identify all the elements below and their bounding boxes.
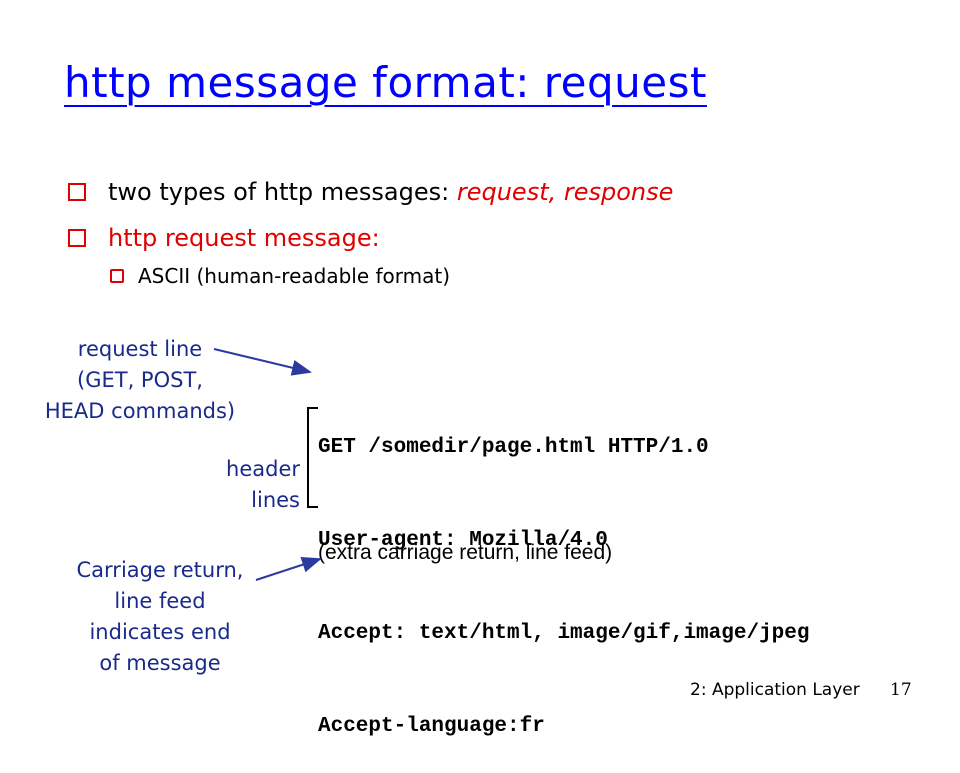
callout-header-lines: header lines: [190, 454, 300, 516]
bullet-message-types: two types of http messages: request, res…: [68, 178, 673, 206]
sub-bullet-text: ASCII (human-readable format): [138, 264, 451, 288]
request-line: GET /somedir/page.html HTTP/1.0: [318, 436, 709, 459]
header-line: User-agent: Mozilla/4.0: [318, 529, 608, 552]
bullet-box-icon: [68, 183, 86, 201]
sub-bullet-ascii: ASCII (human-readable format): [110, 264, 450, 288]
bullet-text: http request message:: [108, 224, 380, 252]
callout-line: line feed: [114, 589, 206, 613]
bullet-box-icon: [68, 229, 86, 247]
crlf-arrow: [255, 557, 322, 581]
callout-request-line: request line (GET, POST, HEAD commands): [20, 334, 260, 427]
callout-line: header: [226, 457, 300, 481]
callout-line: indicates end: [89, 620, 231, 644]
request-line-arrow: [213, 348, 312, 376]
bullet-emphasis: request, response: [456, 178, 674, 206]
callout-line: HEAD commands): [44, 399, 236, 423]
callout-line: Carriage return,: [76, 558, 244, 582]
slide-title: http message format: request: [64, 58, 707, 107]
bullet-request-message: http request message:: [68, 224, 380, 252]
callout-line: request line: [77, 337, 203, 361]
sub-bullet-icon: [110, 269, 124, 283]
callout-crlf: Carriage return, line feed indicates end…: [40, 555, 280, 679]
callout-line: (GET, POST,: [77, 368, 203, 392]
header-lines-bracket: [307, 407, 318, 508]
annotation-overlay: [213, 348, 322, 581]
page-number: 17: [890, 680, 912, 700]
callout-line: lines: [251, 488, 300, 512]
callout-line: of message: [99, 651, 221, 675]
bullet-text: two types of http messages:: [108, 178, 457, 206]
header-line: Accept: text/html, image/gif,image/jpeg: [318, 622, 810, 645]
footer-chapter-label: 2: Application Layer: [690, 680, 860, 700]
extra-crlf-text: (extra carriage return, line feed): [318, 541, 613, 564]
